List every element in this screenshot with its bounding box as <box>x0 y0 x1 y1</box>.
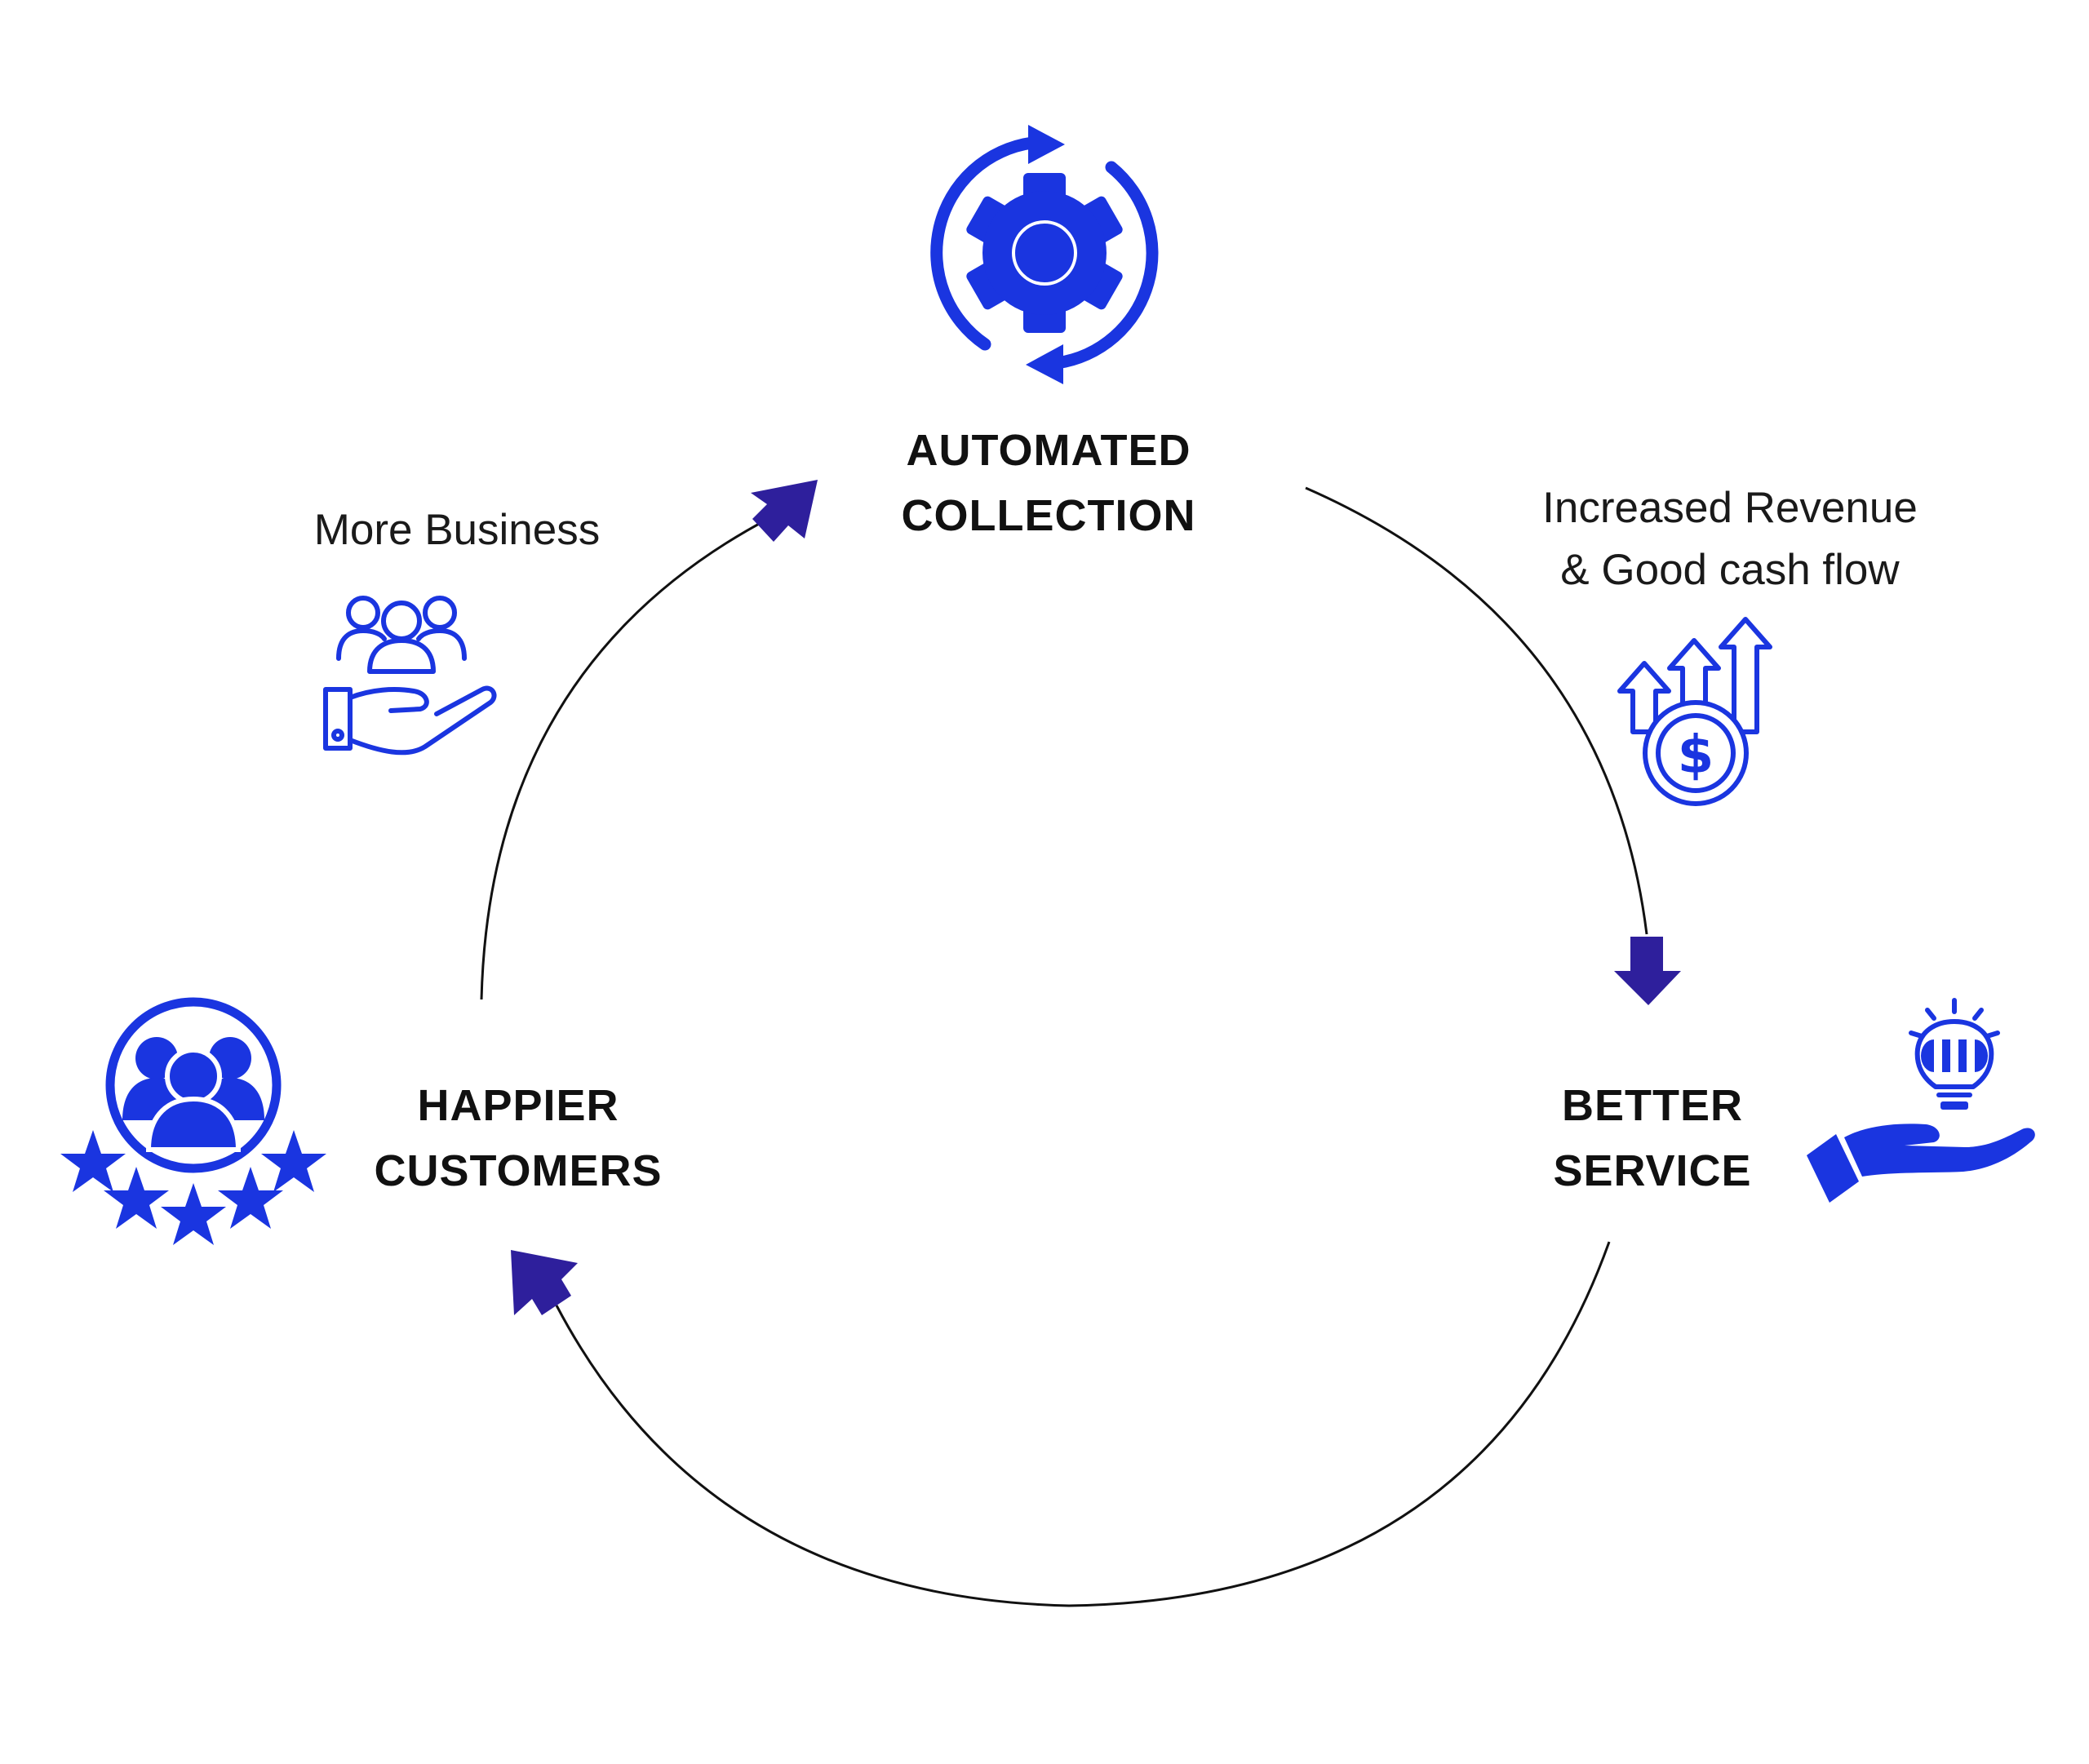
node-title-line: SERVICE <box>1553 1146 1752 1195</box>
node-title-line: COLLECTION <box>901 491 1196 540</box>
node-better-service: BETTER SERVICE <box>1518 1073 1787 1203</box>
node-title-line: AUTOMATED <box>906 426 1191 475</box>
node-title-line: BETTER <box>1562 1081 1743 1130</box>
arrow-head-up-left <box>511 1250 578 1315</box>
node-happier-customers: HAPPIER CUSTOMERS <box>343 1073 694 1203</box>
node-automated-collection: AUTOMATED COLLECTION <box>853 418 1244 548</box>
node-title-line: HAPPIER <box>417 1081 619 1130</box>
arc-left-to-top <box>480 516 772 1000</box>
arc-right-to-left <box>555 1241 1611 1607</box>
revenue-growth-icon: $ <box>1617 617 1772 806</box>
edge-label-top-right: Increased Revenue & Good cash flow <box>1489 477 1971 601</box>
edge-label-left-top: More Business <box>282 499 632 561</box>
arc-top-to-right <box>1305 486 1648 935</box>
arrow-head-up-right <box>751 480 818 542</box>
gear-refresh-icon <box>930 125 1159 384</box>
customers-rating-icon <box>60 997 326 1245</box>
hand-lightbulb-icon <box>1807 998 2035 1203</box>
svg-text:$: $ <box>1678 725 1714 786</box>
hand-people-icon <box>323 596 497 756</box>
arrow-head-down <box>1614 937 1681 1005</box>
edge-label-line: More Business <box>313 506 601 554</box>
edge-label-line: & Good cash flow <box>1560 546 1900 594</box>
edge-label-line: Increased Revenue <box>1542 484 1918 532</box>
node-title-line: CUSTOMERS <box>374 1146 663 1195</box>
